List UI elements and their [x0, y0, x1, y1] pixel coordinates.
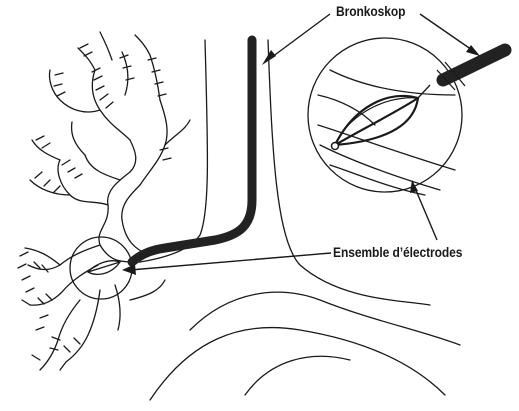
trachea-walls: [130, 40, 460, 400]
bronchoscope-tube: [132, 40, 505, 262]
electrode-basket-small: [88, 261, 120, 275]
zoom-circle: [308, 38, 462, 192]
lower-bronchi: [18, 245, 120, 370]
bronchoscope-label: Bronkoskop: [336, 3, 405, 19]
bronchial-tree: [30, 32, 190, 262]
leader-arrows: [130, 14, 475, 270]
electrode-assembly-label: Ensemble d’électrodes: [333, 244, 462, 260]
arrowhead: [122, 264, 136, 275]
